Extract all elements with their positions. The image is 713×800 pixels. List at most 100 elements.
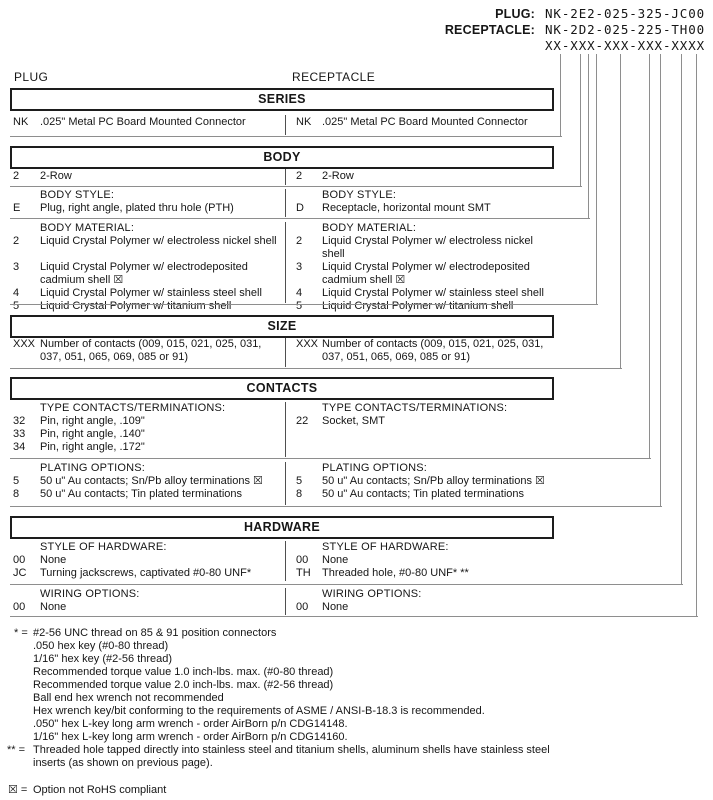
spacer (285, 428, 296, 441)
footnote-line: 1/16" hex key (#2-56 thread) (0, 653, 713, 666)
left-option-code: NK (13, 116, 29, 128)
spacer (285, 441, 296, 454)
subsection-label-row: TYPE CONTACTS/TERMINATIONS:TYPE CONTACTS… (0, 402, 713, 415)
right-option-description: None (322, 601, 349, 613)
footnote-text: .050 hex key (#0-80 thread) (33, 640, 169, 652)
footnote-text: Hex wrench key/bit conforming to the req… (33, 705, 485, 717)
spacer (285, 541, 296, 554)
section-title: HARDWARE (243, 520, 320, 534)
plug-part-number-row: PLUG: NK-2E2-025-325-JC00 (0, 6, 713, 22)
right-option-code: 5 (296, 300, 303, 312)
footnote-line: Recommended torque value 1.0 inch-lbs. m… (0, 666, 713, 679)
right-option-description: .025" Metal PC Board Mounted Connector (322, 116, 528, 128)
footnote-text: Recommended torque value 1.0 inch-lbs. m… (33, 666, 334, 678)
left-option-code: XXX (13, 338, 36, 350)
column-divider (285, 169, 286, 185)
left-option-code: E (13, 202, 21, 214)
spacer (296, 462, 322, 475)
spec-row: NK .025" Metal PC Board Mounted Connector… (0, 116, 713, 129)
left-option-description: Liquid Crystal Polymer w/ titanium shell (40, 300, 232, 312)
spacer (285, 402, 296, 415)
spacer (296, 222, 322, 235)
right-option-description: Threaded hole, #0-80 UNF* ** (322, 567, 469, 579)
right-option-code: 4 (296, 287, 303, 299)
footnote-line: Ball end hex wrench not recommended (0, 692, 713, 705)
subsection-rule (10, 506, 662, 507)
receptacle-part-number-label: RECEPTACLE: (444, 23, 535, 37)
connector-line (660, 54, 661, 506)
receptacle-part-number-row: RECEPTACLE: NK-2D2-025-225-TH00 (0, 22, 713, 38)
footnote-marker: * = (14, 627, 28, 639)
spacer (285, 170, 296, 183)
left-option-description: Number of contacts (009, 015, 021, 025, … (40, 338, 262, 363)
connector-line (696, 54, 697, 616)
left-option-description: 2-Row (40, 170, 72, 182)
left-option-code: 33 (13, 428, 26, 440)
spacer (285, 554, 296, 567)
right-subsection-label: WIRING OPTIONS: (322, 588, 422, 600)
right-option-code (296, 428, 322, 441)
right-option-description: None (322, 554, 349, 566)
footnote-text: Ball end hex wrench not recommended (33, 692, 224, 704)
subsection-rule (10, 368, 622, 369)
footnote-marker: ** = (7, 744, 26, 756)
spacer (285, 488, 296, 501)
left-option-description: None (40, 554, 67, 566)
footnote-text: Recommended torque value 2.0 inch-lbs. m… (33, 679, 334, 691)
spacer (285, 588, 296, 601)
connector-line (681, 54, 682, 584)
section-header-series: SERIES (10, 88, 554, 111)
connector-line (649, 54, 650, 458)
right-option-description: Socket, SMT (322, 415, 385, 427)
left-subsection-label: STYLE OF HARDWARE: (40, 541, 167, 553)
left-subsection-label: BODY MATERIAL: (40, 222, 135, 234)
column-divider (285, 115, 286, 135)
left-option-code: 00 (13, 601, 26, 613)
part-number-mask: XX-XXX-XXX-XXX-XXXX (545, 38, 706, 53)
subsection-rule (10, 218, 590, 219)
spacer (296, 588, 322, 601)
column-divider (285, 462, 286, 505)
subsection-rule (10, 584, 683, 585)
spacer (285, 116, 296, 129)
right-option-code: NK (296, 116, 312, 128)
footnote-line: inserts (as shown on previous page). (0, 757, 713, 770)
section-title: SERIES (258, 92, 306, 106)
subsection-label-row: WIRING OPTIONS: WIRING OPTIONS: (0, 588, 713, 601)
spacer (13, 402, 40, 415)
right-option-description: 50 u" Au contacts; Tin plated terminatio… (322, 488, 525, 500)
subsection-rule (10, 458, 651, 459)
right-subsection-label: PLATING OPTIONS: (322, 462, 428, 474)
right-option-description: Receptacle, horizontal mount SMT (322, 202, 491, 214)
subsection-label-row: STYLE OF HARDWARE:STYLE OF HARDWARE: (0, 541, 713, 554)
right-subsection-label: BODY STYLE: (322, 189, 397, 201)
right-option-description: 50 u" Au contacts; Sn/Pb alloy terminati… (322, 475, 545, 487)
right-option-code: D (296, 202, 304, 214)
left-option-code: 00 (13, 554, 26, 566)
left-subsection-label: WIRING OPTIONS: (40, 588, 140, 600)
column-divider (285, 402, 286, 457)
footnote-line: ☒ =Option not RoHS compliant (0, 784, 713, 797)
footnotes: * =#2-56 UNC thread on 85 & 91 position … (0, 627, 713, 797)
footnote-line: Hex wrench key/bit conforming to the req… (0, 705, 713, 718)
right-option-code: 3 (296, 261, 303, 273)
left-option-description: Liquid Crystal Polymer w/ electroless ni… (40, 235, 277, 247)
column-divider (285, 541, 286, 581)
subsection-series-0: NK .025" Metal PC Board Mounted Connector… (0, 116, 713, 129)
right-option-code: XXX (296, 338, 319, 350)
plug-part-number-value: NK-2E2-025-325-JC00 (545, 6, 706, 21)
footnote-text: Option not RoHS compliant (33, 784, 167, 796)
right-option-code: 5 (296, 475, 303, 487)
right-option-description (322, 428, 554, 441)
right-option-description: Number of contacts (009, 015, 021, 025, … (322, 338, 544, 363)
